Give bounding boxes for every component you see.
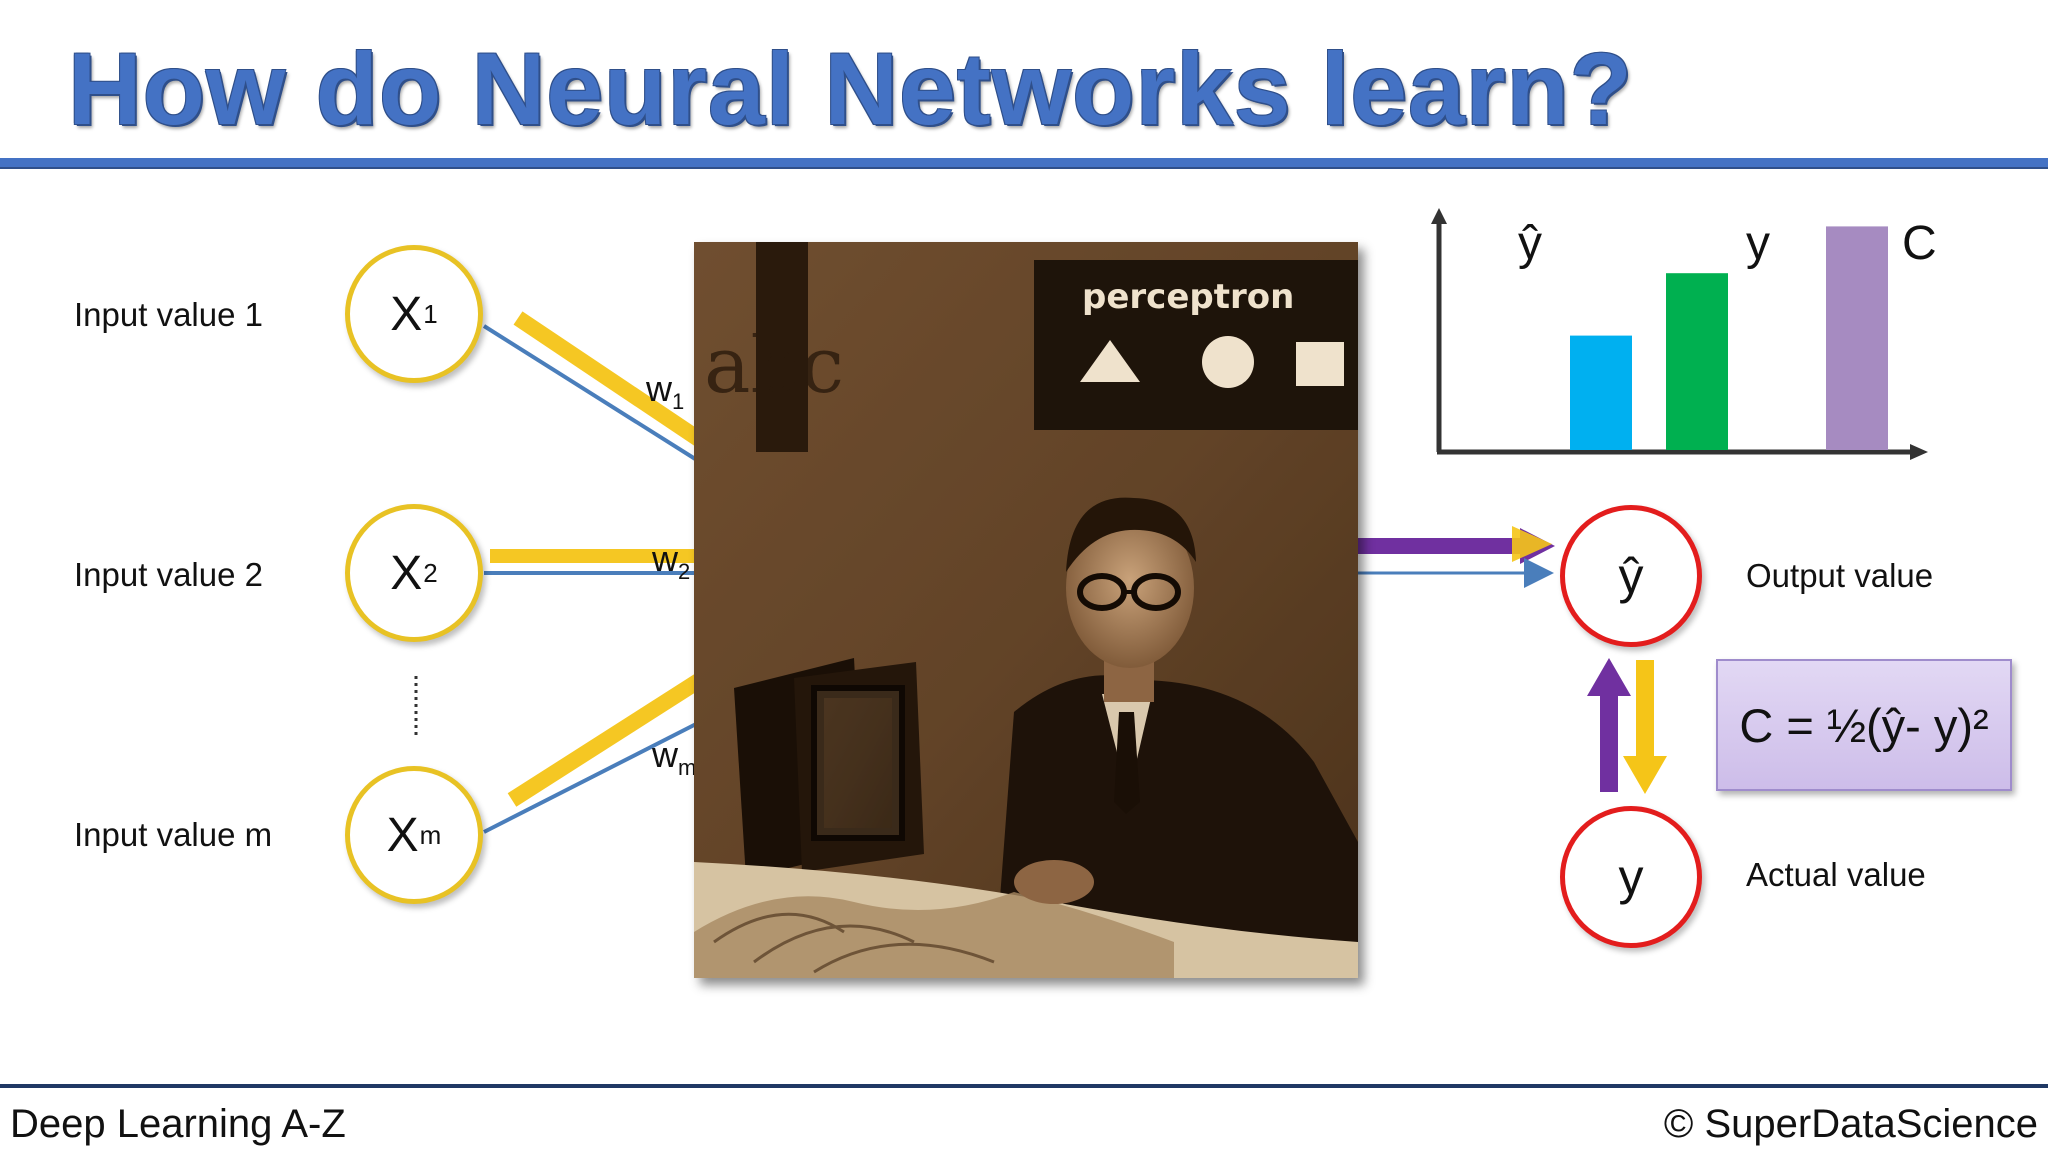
output-purple-arrow [1358, 528, 1555, 564]
bar-label-c: C [1902, 217, 1937, 270]
wall-letters: abc [704, 321, 844, 411]
title-divider [0, 158, 2048, 169]
backprop-band-3 [507, 673, 705, 807]
input-node-1-symbol: X [390, 287, 423, 341]
footer-copyright: © SuperDataScience [1663, 1102, 2038, 1146]
input-node-m-subscript: m [419, 819, 442, 850]
input-node-1-subscript: 1 [423, 298, 438, 329]
square-shape-icon [1296, 342, 1344, 386]
triangle-shape-icon [1080, 340, 1140, 382]
circle-shape-icon [1202, 336, 1254, 388]
output-value-label: Output value [1746, 557, 1934, 594]
page-title: How do Neural Networks learn? [68, 32, 1633, 146]
input-label-2: Input value 2 [74, 556, 263, 593]
chart-y-arrowhead [1431, 208, 1447, 224]
weight-label-m: wm [652, 734, 697, 781]
down-arrow [1623, 660, 1667, 794]
chart-bars [1570, 226, 1888, 450]
input-label-m: Input value m [74, 816, 273, 853]
input-node-m-symbol: X [386, 808, 419, 862]
up-arrow [1587, 658, 1631, 792]
bar-0 [1570, 335, 1632, 450]
footer-course-title: Deep Learning A-Z [10, 1102, 346, 1146]
actual-node: y [1560, 806, 1702, 948]
footer-divider [0, 1084, 2048, 1088]
input-node-2-symbol: X [390, 546, 423, 600]
actual-value-label: Actual value [1746, 856, 1926, 893]
synapse-line-3 [483, 720, 701, 834]
perceptron-photo: abc perceptron [694, 242, 1358, 978]
cost-formula-box: C = ½(ŷ- y)² [1716, 659, 2012, 791]
backprop-band-1 [513, 311, 705, 447]
bar-1 [1666, 273, 1728, 450]
weight-label-2: w2 [652, 538, 691, 585]
perceptron-sign-text: perceptron [1082, 277, 1294, 317]
input-label-1: Input value 1 [74, 296, 263, 333]
bar-label-yhat: ŷ [1518, 217, 1542, 270]
chart-x-arrowhead [1910, 444, 1928, 460]
synapse-line-1 [482, 324, 702, 464]
bar-2 [1826, 226, 1888, 450]
output-node: ŷ [1560, 505, 1702, 647]
bar-label-y: y [1746, 217, 1770, 270]
weight-label-1: w1 [646, 368, 685, 415]
input-node-2-subscript: 2 [423, 557, 438, 588]
output-yellow-arrow-head [1512, 526, 1552, 562]
